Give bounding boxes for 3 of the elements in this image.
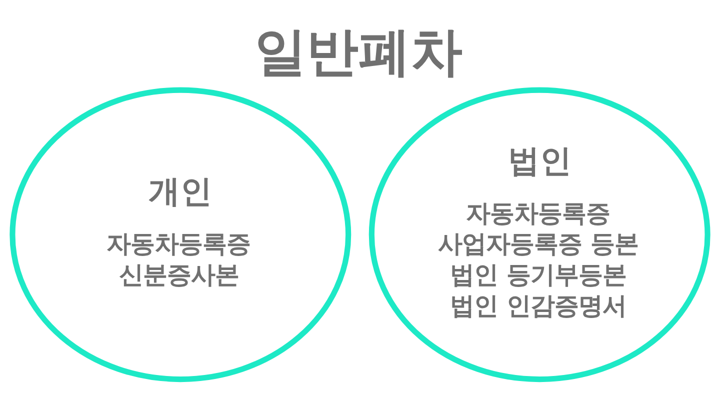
diagram-title: 일반폐차 (254, 22, 463, 82)
node-ellipse: 법인 자동차등록증 사업자등록증 등본 법인 등기부등본 법인 인감증명서 (368, 87, 710, 382)
node-ellipse: 개인 자동차등록증 신분증사본 (10, 87, 352, 382)
